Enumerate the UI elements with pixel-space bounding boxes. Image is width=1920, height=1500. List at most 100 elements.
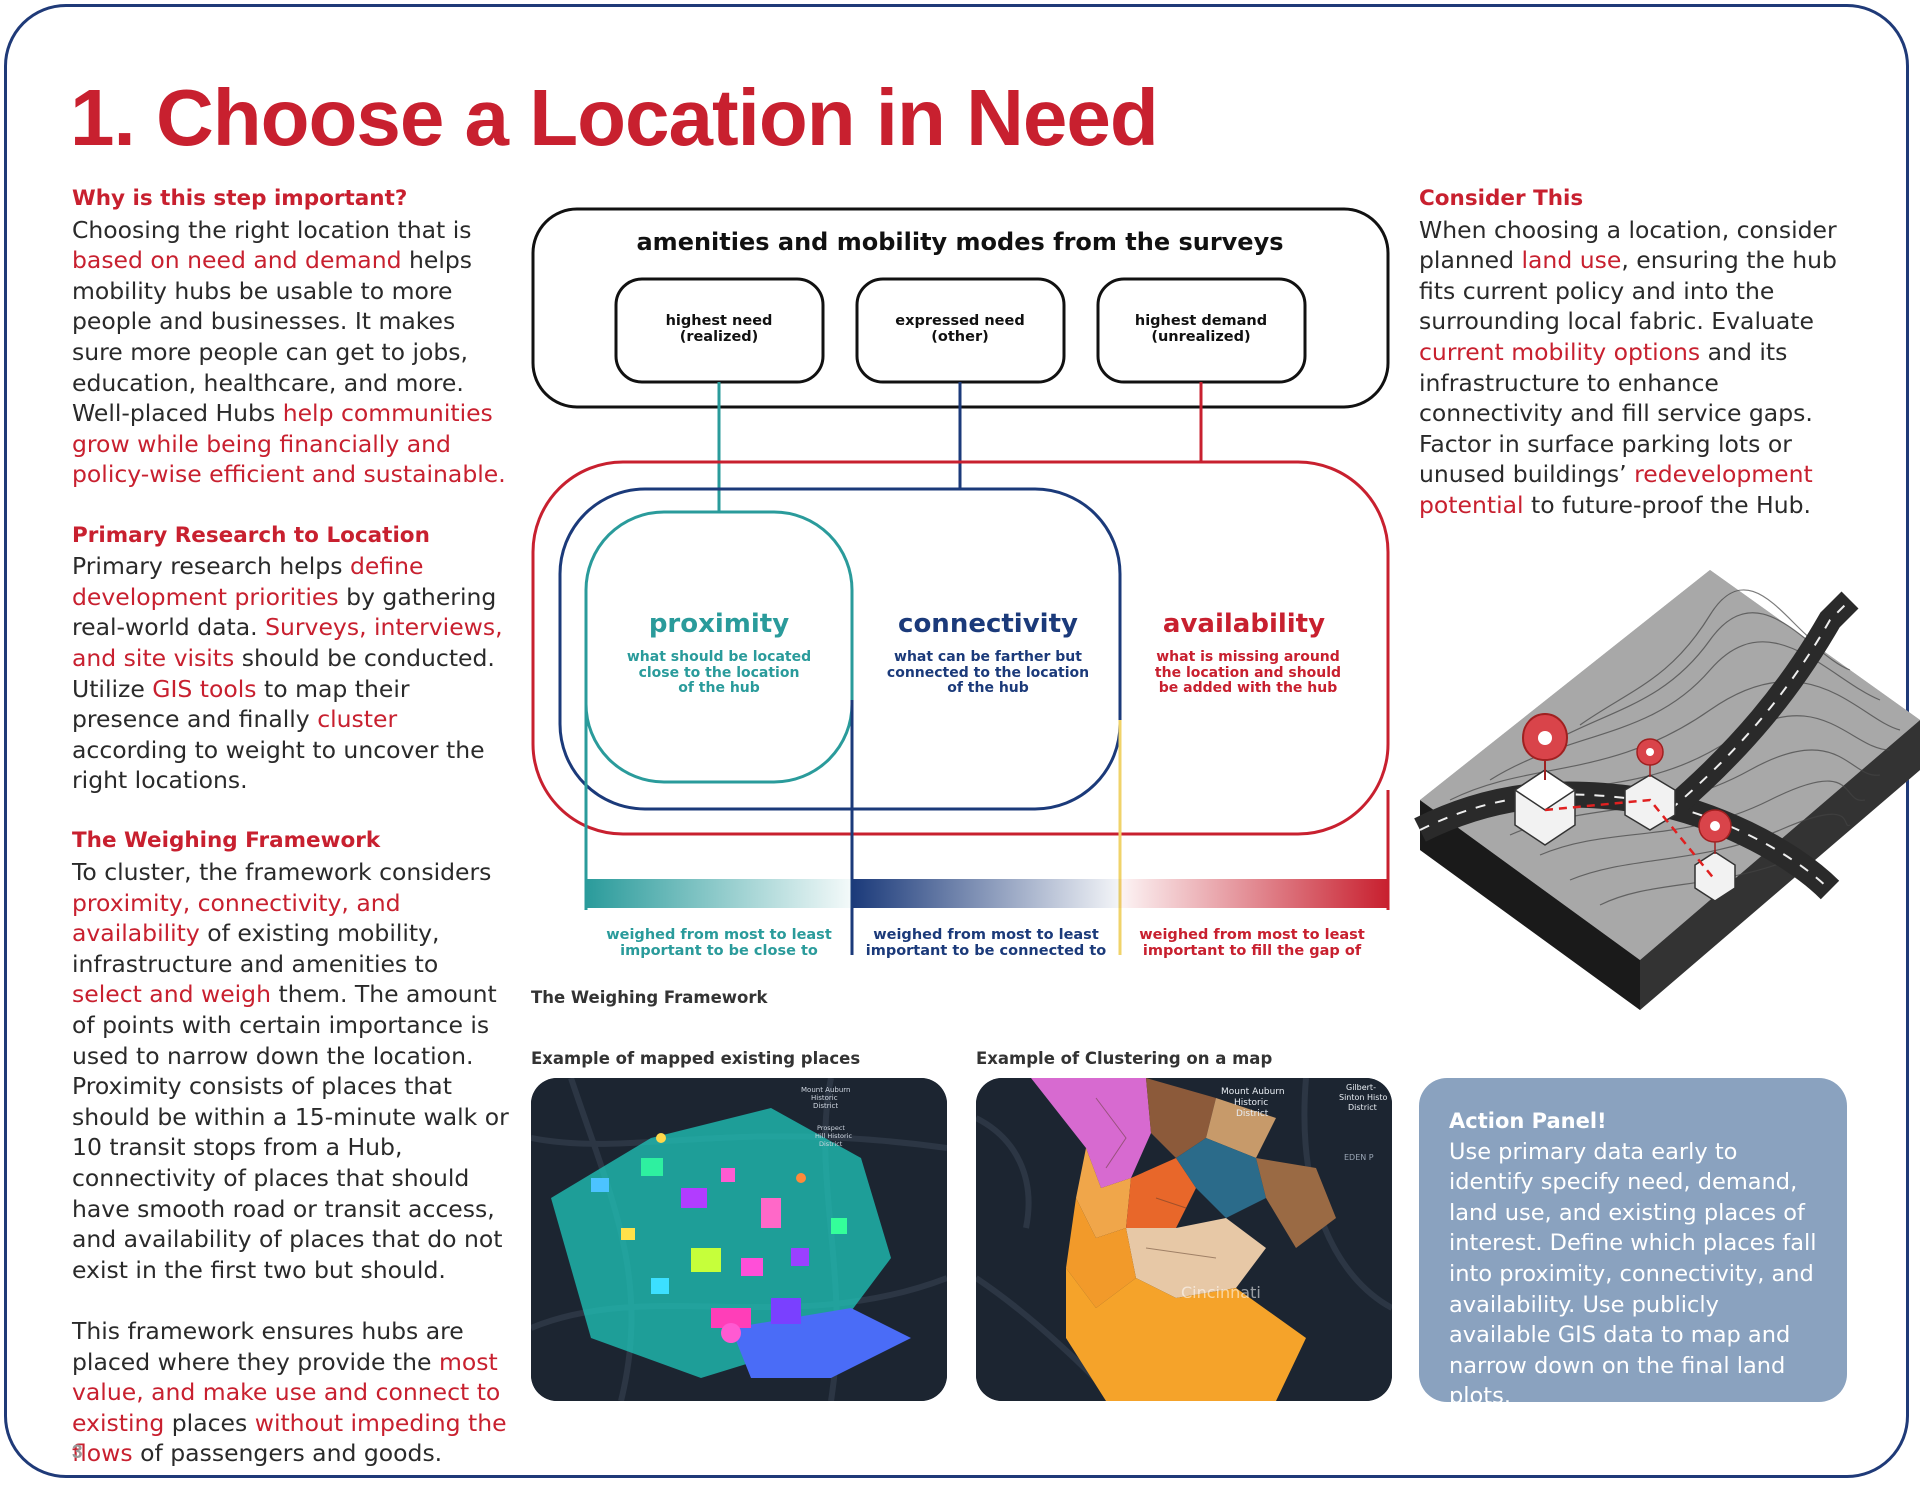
action-panel-body: Use primary data early to identify speci…	[1449, 1138, 1817, 1410]
highlight-text: proximity, connectivity, and availabilit…	[72, 888, 401, 948]
action-panel: Action Panel! Use primary data early to …	[1419, 1078, 1847, 1409]
map-label: EDEN P	[1344, 1153, 1374, 1162]
section-primary-research: Primary Research to Location Primary res…	[72, 521, 512, 796]
body-text: To cluster, the framework considers	[72, 858, 492, 887]
map-label: Historic	[1234, 1098, 1268, 1108]
map-label: Sinton Histo	[1339, 1093, 1388, 1102]
weight-label-availability: weighed from most to least	[1139, 927, 1365, 943]
section-body: This framework ensures hubs are placed w…	[72, 1316, 512, 1469]
box-label: (other)	[931, 329, 988, 345]
section-heading: Consider This	[1419, 186, 1584, 211]
weight-label-proximity: weighed from most to least	[606, 927, 832, 943]
body-text: of existing mobility, infrastructure and…	[72, 919, 440, 978]
weight-label-connectivity: important to be connected to	[866, 943, 1107, 959]
weight-label-availability: important to fill the gap of	[1143, 943, 1362, 959]
map-label: District	[1236, 1109, 1269, 1119]
body-text: and its infrastructure to enhance connec…	[1419, 337, 1813, 489]
section-body: To cluster, the framework considers prox…	[72, 857, 512, 1285]
section-body: When choosing a location, consider plann…	[1419, 215, 1859, 521]
body-text: according to weight to uncover the right…	[72, 735, 485, 795]
body-text: of passengers and goods.	[140, 1439, 443, 1468]
left-column: Why is this step important? Choosing the…	[72, 184, 512, 1500]
map-label: Prospect	[817, 1124, 845, 1132]
section-heading: Primary Research to Location	[72, 522, 430, 548]
map-label: Historic	[811, 1094, 838, 1102]
map-label: Cincinnati	[1181, 1283, 1261, 1302]
section-framework-summary: This framework ensures hubs are placed w…	[72, 1316, 512, 1469]
gradient-bar-availability	[1120, 879, 1388, 908]
body-text: Primary research helps	[72, 552, 343, 581]
highlight-text: based on need and demand	[72, 246, 402, 275]
box-label: expressed need	[895, 313, 1024, 329]
highlight-text: most value, and make use and connect to …	[72, 1347, 501, 1437]
availability-desc: be added with the hub	[1159, 680, 1338, 696]
action-panel-heading: Action Panel!	[1449, 1109, 1607, 1133]
highlight-text: define development priorities	[72, 552, 424, 611]
highlight-text: select and weigh	[72, 980, 271, 1009]
section-why-important: Why is this step important? Choosing the…	[72, 184, 512, 490]
body-text: them. The amount of points with certain …	[72, 980, 509, 1284]
diagram-caption: The Weighing Framework	[531, 988, 768, 1007]
highlight-text: help communities grow while being financ…	[72, 399, 506, 489]
page-number: 3	[72, 1442, 83, 1463]
page-title: 1. Choose a Location in Need	[70, 73, 1159, 162]
body-text: , ensuring the hub fits current policy a…	[1419, 246, 1837, 336]
weight-label-proximity: important to be close to	[620, 943, 818, 959]
gradient-bar-connectivity	[852, 879, 1120, 908]
section-body: Choosing the right location that is base…	[72, 215, 512, 490]
connectivity-title: connectivity	[898, 609, 1078, 639]
surveys-header: amenities and mobility modes from the su…	[636, 228, 1283, 256]
box-label: highest demand	[1135, 313, 1267, 329]
body-text: When choosing a location, consider plann…	[1419, 215, 1837, 275]
availability-desc: what is missing around	[1156, 649, 1340, 665]
map2-caption: Example of Clustering on a map	[976, 1049, 1273, 1068]
proximity-title: proximity	[649, 609, 789, 639]
highlight-text: land use	[1521, 246, 1622, 275]
map-label: Mount Auburn	[1221, 1087, 1285, 1097]
box-label: highest need	[666, 313, 773, 329]
map1-caption: Example of mapped existing places	[531, 1049, 861, 1068]
connectivity-desc: what can be farther but	[894, 649, 1082, 665]
proximity-loop	[584, 510, 854, 784]
section-heading: The Weighing Framework	[72, 828, 381, 854]
gradient-bar-proximity	[586, 879, 852, 908]
map-label: Mount Auburn	[801, 1086, 850, 1094]
proximity-desc: what should be located	[627, 649, 811, 665]
connectivity-desc: connected to the location	[887, 665, 1089, 681]
proximity-desc: of the hub	[678, 680, 760, 696]
body-text: should be conducted. Utilize	[72, 643, 495, 703]
section-heading: Why is this step important?	[72, 186, 408, 211]
map-label: Gilbert-	[1346, 1083, 1376, 1092]
proximity-desc: close to the location	[639, 665, 800, 681]
consider-this-section: Consider This When choosing a location, …	[1419, 184, 1859, 521]
connectivity-desc: of the hub	[947, 680, 1029, 696]
availability-desc: the location and should	[1155, 665, 1341, 681]
availability-loop	[531, 460, 1390, 836]
map-label: Hill Historic	[815, 1132, 852, 1140]
body-text: This framework ensures hubs are placed w…	[72, 1316, 464, 1376]
mapped-places-map: Mount Auburn Historic District Prospect …	[531, 1078, 947, 1401]
highlight-text: Surveys, interviews, and site visits	[72, 613, 503, 672]
map-label: District	[819, 1140, 843, 1148]
isometric-terrain-illustration	[1414, 570, 1920, 1010]
section-weighing-framework: The Weighing Framework To cluster, the f…	[72, 826, 512, 1285]
highlight-text: current mobility options	[1419, 337, 1701, 366]
highlight-text: redevelopment potential	[1419, 460, 1813, 519]
body-text: by gathering real-world data.	[72, 582, 497, 642]
availability-title: availability	[1163, 609, 1325, 639]
body-text: helps mobility hubs be usable to more pe…	[72, 246, 473, 428]
map-label: District	[1348, 1103, 1377, 1112]
clustering-map: Mount Auburn Historic District Gilbert- …	[976, 1078, 1392, 1401]
highlight-text: cluster	[317, 705, 398, 734]
section-body: Primary research helps define developmen…	[72, 551, 512, 796]
body-text: places	[171, 1408, 248, 1437]
highlight-text: without impeding the flows	[72, 1408, 507, 1468]
body-text: Choosing the right location that is	[72, 215, 472, 244]
map-label: District	[813, 1102, 838, 1110]
map-graphic: Mount Auburn Historic District Gilbert- …	[976, 1078, 1392, 1401]
box-label: (unrealized)	[1151, 329, 1250, 345]
body-text: to map their presence and finally	[72, 674, 410, 734]
highlight-text: GIS tools	[152, 674, 257, 703]
weighing-framework-diagram: amenities and mobility modes from the su…	[531, 207, 1390, 959]
weight-label-connectivity: weighed from most to least	[873, 927, 1099, 943]
